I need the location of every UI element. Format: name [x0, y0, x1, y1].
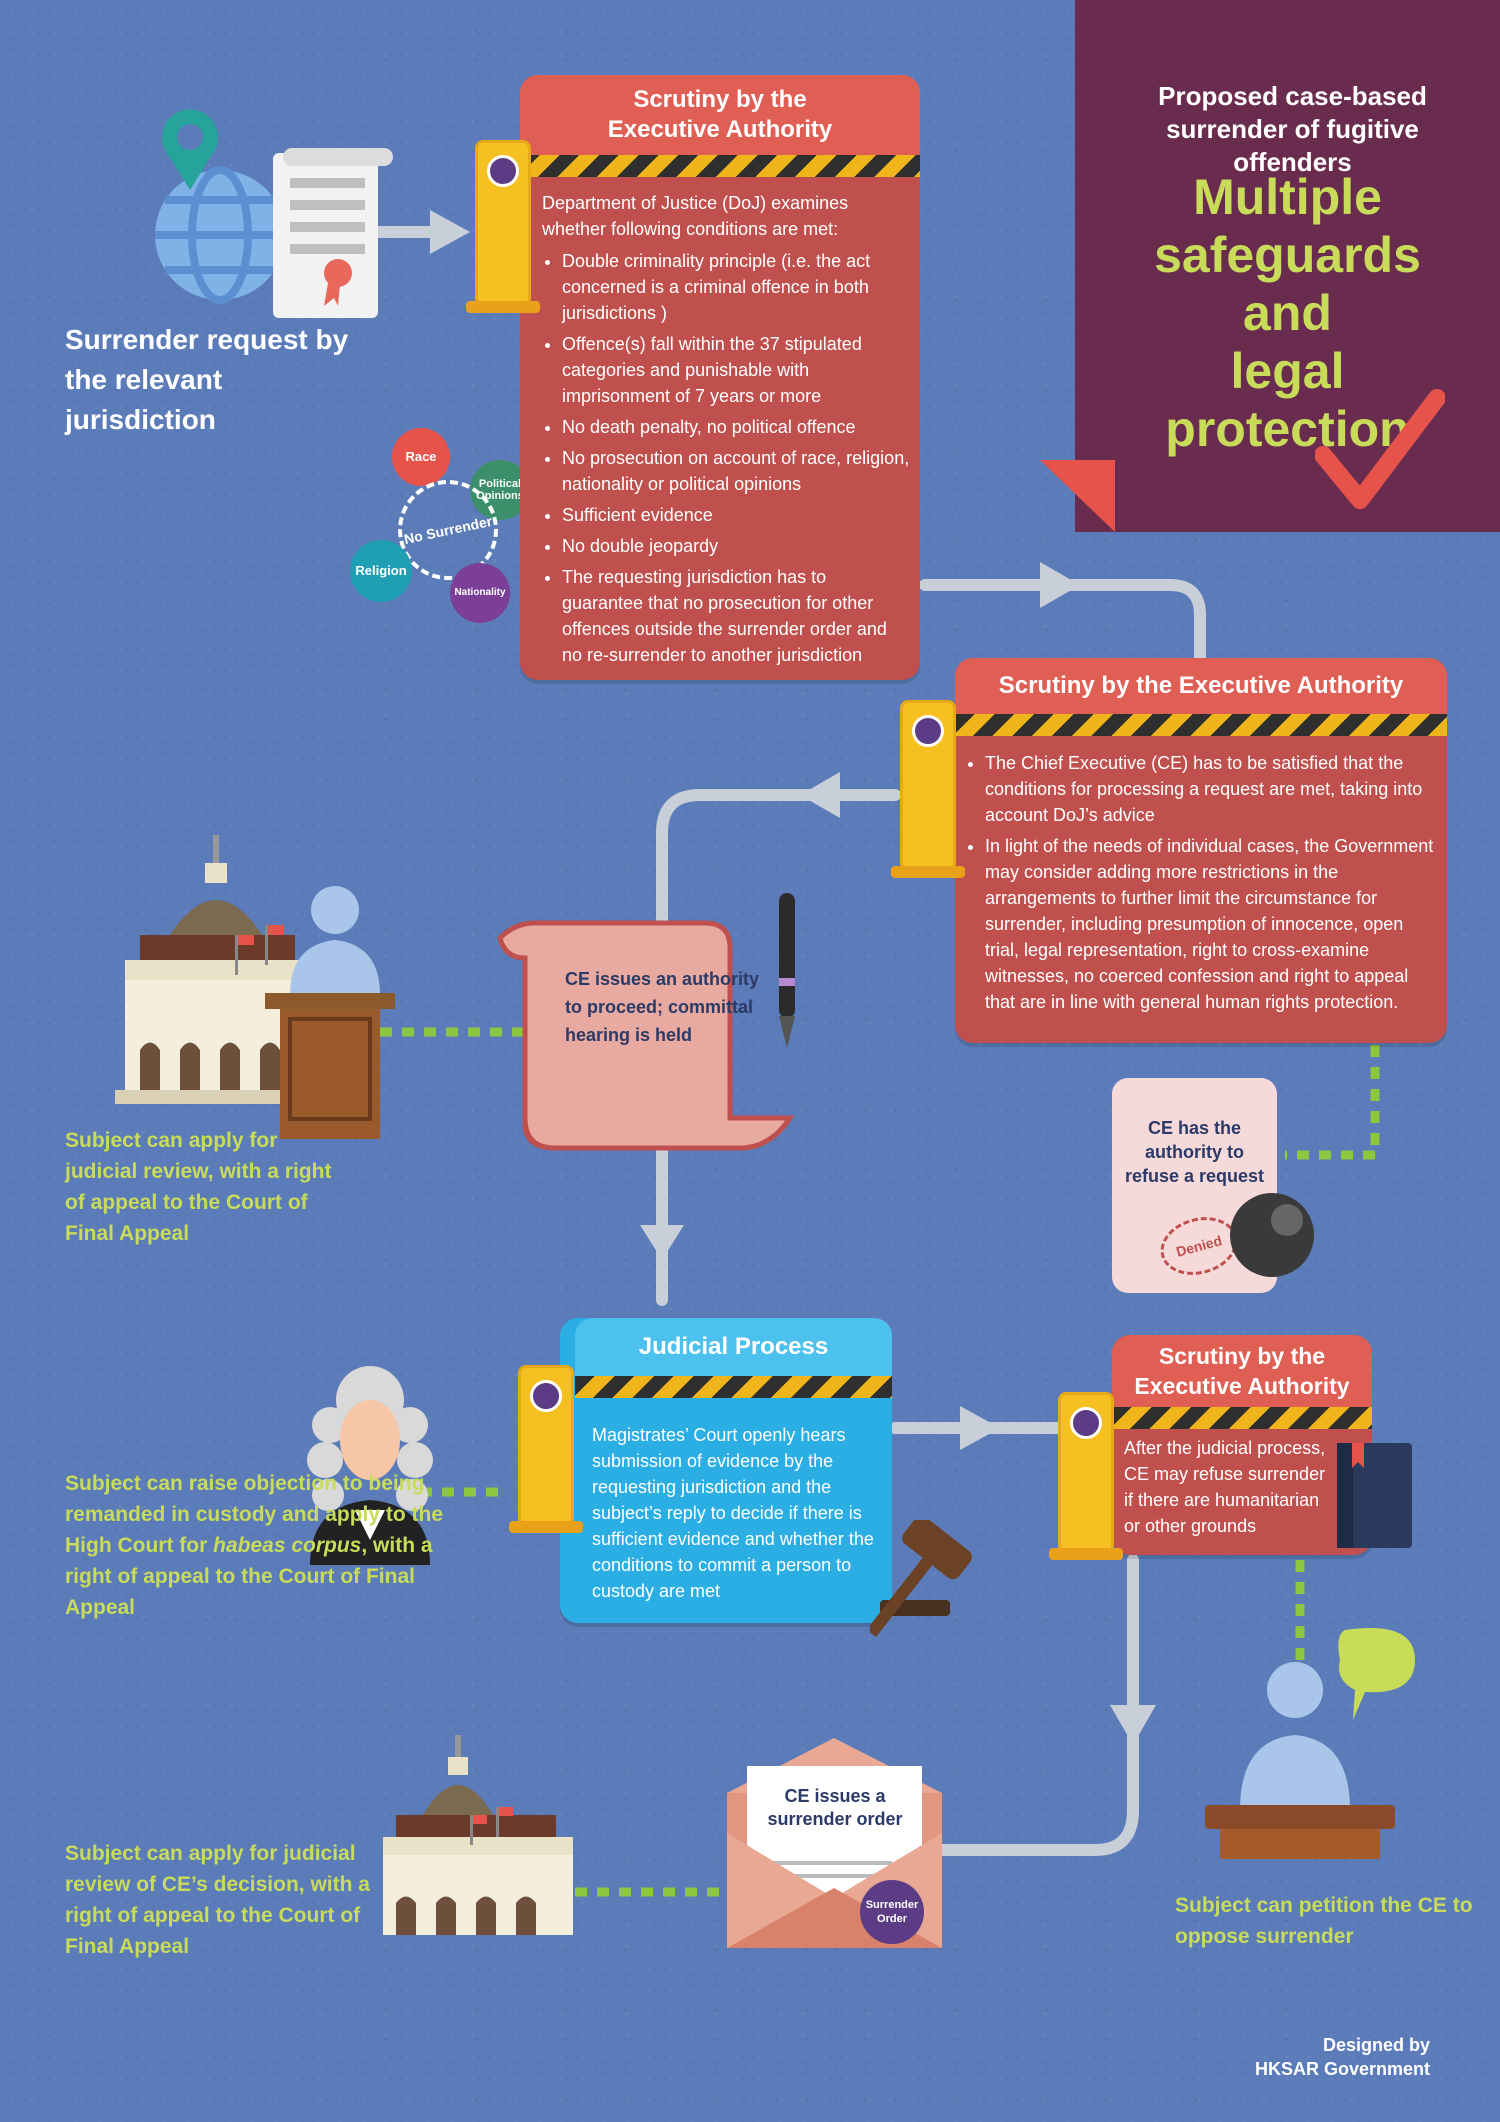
scrutiny-card-1: Scrutiny by the Executive Authority Depa… — [520, 75, 920, 680]
barrier-base — [1049, 1548, 1123, 1560]
condition-item: No death penalty, no political offence — [562, 414, 910, 440]
barrier-base — [509, 1521, 583, 1533]
condition-item: Sufficient evidence — [562, 502, 910, 528]
petitioner-icon — [1205, 1628, 1415, 1859]
refuse-request-card: CE has the authority to refuse a request… — [1112, 1078, 1277, 1293]
title-main: Multiple safeguards and legal protection — [1105, 168, 1470, 458]
credit-line-2: HKSAR Government — [1254, 2059, 1430, 2079]
scrutiny-card-3-header: Scrutiny by the Executive Authority — [1112, 1335, 1372, 1407]
credit: Designed by HKSAR Government — [1255, 2033, 1430, 2081]
scrutiny-card-1-header: Scrutiny by the Executive Authority — [520, 75, 920, 155]
title-subtitle: Proposed case-based surrender of fugitiv… — [1158, 81, 1427, 177]
court-building-small-icon — [383, 1735, 573, 1935]
barrier-base — [466, 301, 540, 313]
arrow-head — [800, 772, 840, 818]
habeas-text-after: , with a right of appeal to the Court of… — [65, 1534, 433, 1619]
condition-item: The requesting jurisdiction has to guara… — [562, 564, 910, 668]
condition-item: Offence(s) fall within the 37 stipulated… — [562, 331, 910, 409]
certificate-document-icon — [273, 148, 393, 318]
barrier-bolt-icon — [530, 1380, 562, 1412]
barrier-stripe — [520, 155, 920, 177]
barrier-bolt-icon — [912, 715, 944, 747]
title-panel: Proposed case-based surrender of fugitiv… — [1075, 0, 1500, 532]
gavel-icon — [870, 1520, 972, 1637]
surrender-order-text: CE issues a surrender order — [767, 1786, 903, 1829]
judge-icon — [307, 1366, 433, 1565]
scrutiny-card-2-title: Scrutiny by the Executive Authority — [998, 672, 1404, 699]
scrutiny-card-2-body: The Chief Executive (CE) has to be satis… — [965, 750, 1435, 1020]
ce-condition-item: In light of the needs of individual case… — [985, 833, 1435, 1015]
dotted-connector-refuse — [1285, 1045, 1380, 1160]
title-line: Multiple — [1193, 169, 1382, 225]
arrow-head — [960, 1406, 1000, 1450]
scrutiny-card-3-title: Scrutiny by the Executive Authority — [1134, 1343, 1350, 1399]
scrutiny-card-1-title: Scrutiny by the Executive Authority — [607, 86, 833, 143]
barrier-post — [466, 140, 540, 313]
flow-line-card3-order — [934, 1554, 1139, 1856]
envelope-icon — [727, 1738, 942, 1948]
pen-icon — [779, 893, 795, 1048]
title-panel-fold — [1040, 460, 1115, 532]
barrier-post — [891, 700, 965, 878]
judicial-process-card: Judicial Process Magistrates’ Court open… — [560, 1318, 892, 1623]
barrier-post — [1049, 1392, 1123, 1560]
no-surrender-badges: Race Political Opinions No Surrender Rel… — [350, 425, 540, 625]
title-line: protection — [1165, 401, 1410, 457]
scrutiny-card-2: Scrutiny by the Executive Authority The … — [955, 658, 1447, 1043]
arrow-head — [1040, 562, 1080, 608]
court-building-icon — [115, 835, 395, 1139]
condition-item: No prosecution on account of race, relig… — [562, 445, 910, 497]
condition-item: Double criminality principle (i.e. the a… — [562, 248, 910, 326]
arrow-head — [640, 1225, 684, 1260]
globe-icon — [155, 166, 285, 304]
barrier-post — [509, 1365, 583, 1533]
petition-label: Subject can petition the CE to oppose su… — [1175, 1894, 1473, 1948]
location-pin-icon — [162, 109, 218, 190]
scrutiny-card-1-body: Department of Justice (DoJ) examines whe… — [542, 190, 910, 673]
authority-to-proceed-text: CE issues an authority to proceed; commi… — [565, 969, 760, 1045]
scrutiny-card-1-intro: Department of Justice (DoJ) examines whe… — [542, 193, 849, 239]
judicial-process-header: Judicial Process — [575, 1318, 892, 1376]
barrier-base — [891, 866, 965, 878]
book-icon — [1337, 1443, 1412, 1548]
race-badge: Race — [392, 428, 450, 486]
nationality-badge: Nationality — [450, 563, 510, 623]
checkmark-icon — [1315, 389, 1445, 509]
barrier-stripe — [575, 1376, 892, 1398]
arrow-head — [1110, 1705, 1156, 1745]
stamp-icon — [1230, 1193, 1314, 1277]
scrutiny-card-2-header: Scrutiny by the Executive Authority — [955, 658, 1447, 714]
title-line: and — [1243, 285, 1332, 341]
surrender-order-seal: Surrender Order — [860, 1880, 924, 1944]
barrier-bolt-icon — [487, 155, 519, 187]
scroll-document-icon — [497, 920, 795, 1151]
credit-line-1: Designed by — [1322, 2035, 1430, 2055]
judicial-process-text: Magistrates’ Court openly hears submissi… — [592, 1425, 874, 1601]
flow-line-card2-judicial — [656, 789, 901, 1306]
judicial-review-ce-label: Subject can apply for judicial review of… — [65, 1842, 370, 1958]
arrow-head — [430, 210, 470, 254]
barrier-stripe — [955, 714, 1447, 736]
barrier-bolt-icon — [1070, 1407, 1102, 1439]
title-line: legal — [1230, 343, 1345, 399]
title-line: safeguards — [1154, 227, 1421, 283]
scrutiny-card-3-text: After the judicial process, CE may refus… — [1124, 1438, 1326, 1536]
ce-condition-item: The Chief Executive (CE) has to be satis… — [985, 750, 1435, 828]
habeas-text-before: Subject can raise objection to being rem… — [65, 1472, 444, 1557]
barrier-stripe — [1112, 1407, 1372, 1429]
refuse-request-text: CE has the authority to refuse a request — [1124, 1118, 1265, 1186]
judicial-process-title: Judicial Process — [638, 1333, 829, 1360]
judicial-review-label: Subject can apply for judicial review, w… — [65, 1129, 332, 1245]
flow-line-card1-card2 — [919, 579, 1206, 666]
scrutiny-card-3: Scrutiny by the Executive Authority Afte… — [1112, 1335, 1372, 1555]
habeas-text-italic: habeas corpus — [213, 1534, 362, 1557]
religion-badge: Religion — [350, 540, 412, 602]
condition-item: No double jeopardy — [562, 533, 910, 559]
habeas-corpus-label: Subject can raise objection to being rem… — [65, 1468, 485, 1623]
request-label: Surrender request by the relevant jurisd… — [65, 324, 349, 435]
